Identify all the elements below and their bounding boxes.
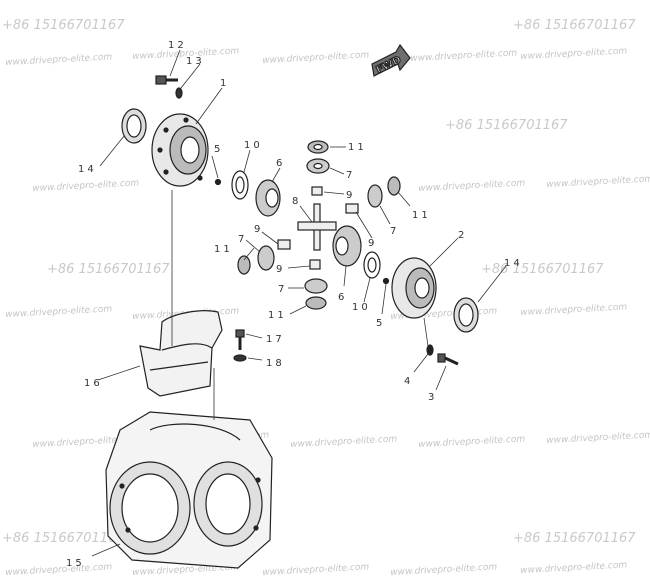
washer-18 [233,354,247,362]
pinion-gear-11-top [307,140,329,154]
watermark-phone: +86 15166701167 [481,262,604,277]
axle-housing-15 [105,411,273,569]
callout-9-right: 9 [368,238,377,249]
callout-17: 17 [266,334,285,345]
callout-12: 12 [168,40,187,51]
watermark-phone: +86 15166701167 [47,262,170,277]
pinion-gear-11-left [237,255,251,275]
watermark-phone: +86 15166701167 [513,18,636,33]
callout-15: 15 [66,558,85,569]
pinion-gear-7-right [367,184,383,208]
pinion-gear-7-bottom [304,278,328,294]
callout-10-left: 10 [244,140,263,151]
callout-5-left: 5 [214,144,223,155]
diff-case-half-1 [151,113,209,187]
callout-14-right: 14 [504,258,523,269]
pinion-gear-11-bottom [305,296,327,310]
callout-6-right: 6 [338,292,347,303]
callout-11-left: 11 [214,244,233,255]
callout-1: 1 [220,78,229,89]
callout-7-bottom: 7 [278,284,287,295]
callout-7-left: 7 [238,234,247,245]
callout-7-right: 7 [390,226,399,237]
callout-5-right: 5 [376,318,385,329]
callout-10-right: 10 [352,302,371,313]
bolt-17 [235,329,245,350]
pinion-gear-7-top [306,158,330,174]
washer-13 [175,87,183,99]
leader-lines [91,49,507,557]
callout-11-top: 11 [348,142,367,153]
callout-16: 16 [84,378,103,389]
bolt-3 [437,353,459,366]
thrust-washer-10-right [363,251,381,279]
pin-5-left [214,178,222,186]
callout-9-left: 9 [254,224,263,235]
callout-9-lower: 9 [276,264,285,275]
bushing-9-top [311,186,323,196]
watermark-phone: +86 15166701167 [513,531,636,546]
callout-3: 3 [428,392,437,403]
callout-6-left: 6 [276,158,285,169]
oil-seal-14-right [453,297,479,333]
side-gear-6-right [332,225,362,267]
callout-8: 8 [292,196,301,207]
callout-18: 18 [266,358,285,369]
side-gear-6-left [255,179,281,217]
callout-4: 4 [404,376,413,387]
thrust-washer-10-left [231,170,249,200]
callout-7-top: 7 [346,170,355,181]
diff-case-half-2 [391,257,437,319]
callout-labels: 12 13 1 14 5 10 6 11 7 9 8 11 7 9 2 11 7… [66,40,523,569]
shield-bracket-16 [139,310,223,397]
callout-14-left: 14 [78,164,97,175]
washer-4 [426,344,434,356]
pinion-gear-11-right [387,176,401,196]
watermark-phone: +86 15166701167 [445,118,568,133]
oil-seal-14-left [121,108,147,144]
callout-2: 2 [458,230,467,241]
cross-spider-8 [297,203,337,251]
pin-5-right [382,277,390,285]
watermark-phone: +86 15166701167 [2,18,125,33]
bushing-9-right [345,203,359,214]
pinion-gear-7-left [257,245,275,271]
callout-11-right: 11 [412,210,431,221]
watermark-phone: +86 15166701167 [2,531,125,546]
callout-11-bottom: 11 [268,310,287,321]
bushing-9-left [277,239,291,250]
bolt-12 [155,75,178,85]
fwd-arrow-sign: FWD [371,43,411,77]
callout-9-top: 9 [346,190,355,201]
bushing-9-lower [309,259,321,270]
callout-13: 13 [186,56,205,67]
